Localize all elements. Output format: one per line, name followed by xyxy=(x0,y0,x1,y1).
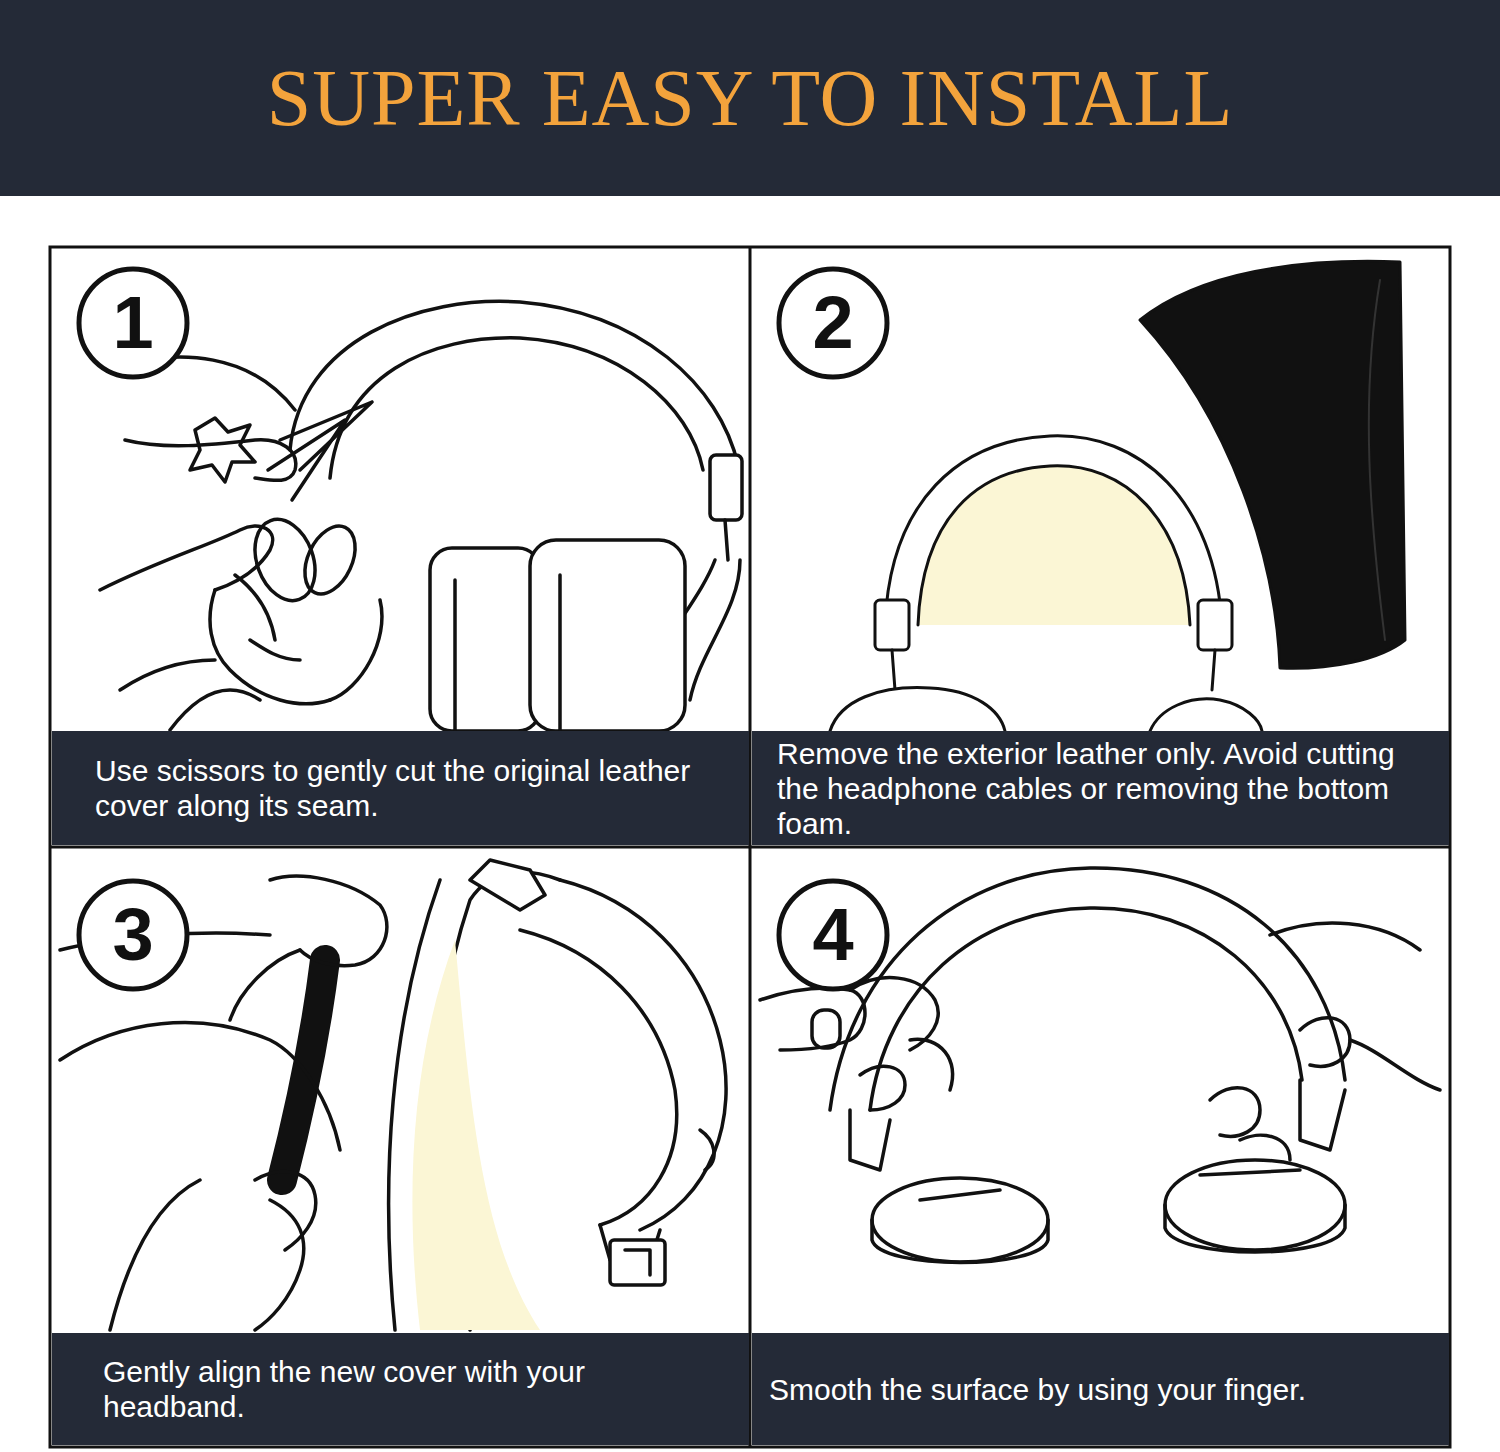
step-number-circle: 2 xyxy=(776,266,890,380)
text-column: Gently align the new cover with your hea… xyxy=(103,1354,729,1424)
step-number: 3 xyxy=(112,893,153,976)
text-column: Smooth the surface by using your finger. xyxy=(769,1372,1306,1407)
step-number: 1 xyxy=(112,281,153,364)
title-bar xyxy=(0,0,1500,196)
caption-band: Smooth the surface by using your finger. xyxy=(752,1333,1449,1445)
caption-text: Use scissors to gently cut the original … xyxy=(95,753,729,823)
step-number-circle: 1 xyxy=(76,266,190,380)
text-column: 2 xyxy=(812,286,853,360)
step-number: 4 xyxy=(812,893,853,976)
text-column: Use scissors to gently cut the original … xyxy=(95,753,729,823)
step-number: 2 xyxy=(812,281,853,364)
text-column: 1 xyxy=(112,286,153,360)
caption-text: Gently align the new cover with your hea… xyxy=(103,1354,729,1424)
panel4-drawing xyxy=(760,868,1440,1263)
title-band: SUPER EASY TO INSTALL xyxy=(0,0,1500,196)
text-column: 4 xyxy=(812,898,853,972)
panel3-drawing xyxy=(60,860,726,1330)
panel2-drawing xyxy=(830,261,1405,731)
caption-band: Remove the exterior leather only. Avoid … xyxy=(752,731,1449,845)
caption-band: Use scissors to gently cut the original … xyxy=(52,731,749,845)
caption-text: Remove the exterior leather only. Avoid … xyxy=(777,736,1431,841)
step-number-circle: 3 xyxy=(76,878,190,992)
text-column: Remove the exterior leather only. Avoid … xyxy=(777,736,1431,841)
panel-grid xyxy=(50,247,1450,1447)
caption-text: Smooth the surface by using your finger. xyxy=(769,1372,1306,1407)
title: SUPER EASY TO INSTALL xyxy=(267,53,1234,144)
caption-band: Gently align the new cover with your hea… xyxy=(52,1333,749,1445)
step-number-circle: 4 xyxy=(776,878,890,992)
text-column: 3 xyxy=(112,898,153,972)
panel1-drawing xyxy=(100,301,742,731)
